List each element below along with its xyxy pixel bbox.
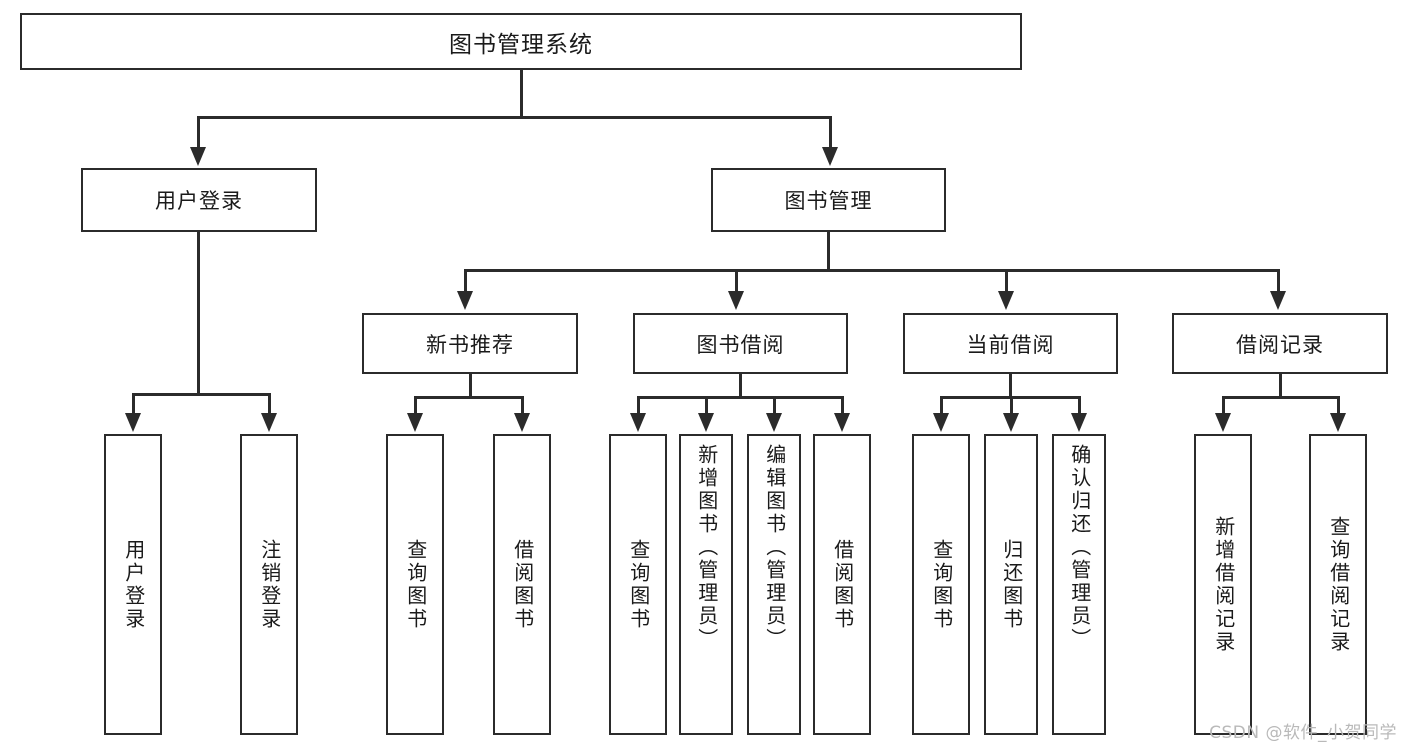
connector-to-current-borrow <box>1005 269 1008 293</box>
connector-current-borrow-to-leaf-3 <box>1078 396 1081 415</box>
connector-borrow-record-to-leaf-1 <box>1222 396 1225 415</box>
arrow-to-leaf-query-record <box>1330 413 1346 432</box>
node-new-book-recommend[interactable]: 新书推荐 <box>362 313 578 374</box>
leaf-confirm-return[interactable]: 确认归还（管理员） <box>1052 434 1106 735</box>
leaf-edit-book[interactable]: 编辑图书（管理员） <box>747 434 801 735</box>
connector-borrow-record-to-leaf-2 <box>1337 396 1340 415</box>
arrow-to-borrow-record <box>1270 291 1286 310</box>
connector-borrow-record-bus <box>1222 396 1339 399</box>
connector-user-login-to-leaf-1 <box>132 393 135 415</box>
leaf-label: 用户登录 <box>121 538 146 631</box>
node-label: 用户登录 <box>155 189 243 213</box>
leaf-label: 借阅图书 <box>830 538 855 631</box>
arrow-to-leaf-borrow-book-a <box>514 413 530 432</box>
leaf-label: 确认归还（管理员） <box>1067 444 1092 651</box>
leaf-logout[interactable]: 注销登录 <box>240 434 298 735</box>
leaf-add-book[interactable]: 新增图书（管理员） <box>679 434 733 735</box>
connector-book-manage-bus <box>464 269 1280 272</box>
node-book-management[interactable]: 图书管理 <box>711 168 946 232</box>
leaf-query-borrow-record[interactable]: 查询借阅记录 <box>1309 434 1367 735</box>
connector-to-book-borrow <box>735 269 738 293</box>
leaf-return-book[interactable]: 归还图书 <box>984 434 1038 735</box>
node-borrow-record[interactable]: 借阅记录 <box>1172 313 1388 374</box>
arrow-to-user-login <box>190 147 206 166</box>
node-user-login[interactable]: 用户登录 <box>81 168 317 232</box>
node-label: 当前借阅 <box>966 332 1055 357</box>
connector-borrow-record-stem <box>1279 374 1282 398</box>
arrow-to-leaf-add-record <box>1215 413 1231 432</box>
arrow-to-book-borrow <box>728 291 744 310</box>
connector-book-borrow-to-leaf-3 <box>773 396 776 415</box>
connector-new-book-to-leaf-1 <box>414 396 417 415</box>
arrow-to-leaf-logout <box>261 413 277 432</box>
node-current-borrow[interactable]: 当前借阅 <box>903 313 1118 374</box>
arrow-to-leaf-borrow-book-b <box>834 413 850 432</box>
node-label: 图书管理系统 <box>449 31 593 58</box>
leaf-query-book-recommend[interactable]: 查询图书 <box>386 434 444 735</box>
connector-current-borrow-stem <box>1009 374 1012 398</box>
connector-to-new-book <box>464 269 467 293</box>
connector-user-login-stem <box>197 232 200 395</box>
leaf-user-login[interactable]: 用户登录 <box>104 434 162 735</box>
connector-new-book-stem <box>469 374 472 398</box>
connector-book-borrow-stem <box>739 374 742 398</box>
leaf-label: 注销登录 <box>257 538 282 631</box>
node-label: 图书借阅 <box>696 332 785 357</box>
leaf-label: 查询图书 <box>626 538 651 631</box>
leaf-label: 归还图书 <box>999 538 1024 631</box>
node-root-system[interactable]: 图书管理系统 <box>20 13 1022 70</box>
leaf-add-borrow-record[interactable]: 新增借阅记录 <box>1194 434 1252 735</box>
leaf-borrow-book[interactable]: 借阅图书 <box>813 434 871 735</box>
arrow-to-new-book-recommend <box>457 291 473 310</box>
leaf-label: 借阅图书 <box>510 538 535 631</box>
node-label: 图书管理 <box>784 189 873 213</box>
node-book-borrow[interactable]: 图书借阅 <box>633 313 848 374</box>
connector-new-book-bus <box>414 396 524 399</box>
connector-root-stem <box>520 70 523 116</box>
leaf-query-book-current[interactable]: 查询图书 <box>912 434 970 735</box>
arrow-to-leaf-add-book <box>698 413 714 432</box>
leaf-borrow-book-recommend[interactable]: 借阅图书 <box>493 434 551 735</box>
arrow-to-leaf-edit-book <box>766 413 782 432</box>
leaf-label: 查询图书 <box>929 538 954 631</box>
connector-user-login-to-leaf-2 <box>268 393 271 415</box>
leaf-label: 查询借阅记录 <box>1326 515 1351 654</box>
connector-current-borrow-to-leaf-2 <box>1010 396 1013 415</box>
arrow-to-current-borrow <box>998 291 1014 310</box>
leaf-label: 查询图书 <box>403 538 428 631</box>
connector-book-borrow-bus <box>637 396 844 399</box>
connector-user-login-bus <box>132 393 270 396</box>
arrow-to-leaf-return-book <box>1003 413 1019 432</box>
connector-book-borrow-to-leaf-2 <box>705 396 708 415</box>
arrow-to-leaf-confirm-return <box>1071 413 1087 432</box>
connector-book-borrow-to-leaf-4 <box>841 396 844 415</box>
arrow-to-leaf-query-book-c <box>933 413 949 432</box>
connector-book-borrow-to-leaf-1 <box>637 396 640 415</box>
connector-root-to-book-manage <box>829 116 832 149</box>
watermark-text: CSDN @软件_小贺同学 <box>1209 723 1397 743</box>
arrow-to-book-manage <box>822 147 838 166</box>
connector-current-borrow-to-leaf-1 <box>940 396 943 415</box>
connector-book-manage-stem <box>827 232 830 271</box>
leaf-label: 新增借阅记录 <box>1211 515 1236 654</box>
arrow-to-leaf-query-book-a <box>407 413 423 432</box>
leaf-label: 新增图书（管理员） <box>694 444 719 651</box>
node-label: 借阅记录 <box>1236 332 1324 357</box>
leaf-query-book-borrow[interactable]: 查询图书 <box>609 434 667 735</box>
arrow-to-leaf-query-book-b <box>630 413 646 432</box>
connector-to-borrow-record <box>1277 269 1280 293</box>
arrow-to-leaf-user-login <box>125 413 141 432</box>
connector-root-bus <box>197 116 831 119</box>
connector-root-to-user-login <box>197 116 200 149</box>
leaf-label: 编辑图书（管理员） <box>762 444 787 651</box>
connector-new-book-to-leaf-2 <box>521 396 524 415</box>
node-label: 新书推荐 <box>426 332 514 357</box>
